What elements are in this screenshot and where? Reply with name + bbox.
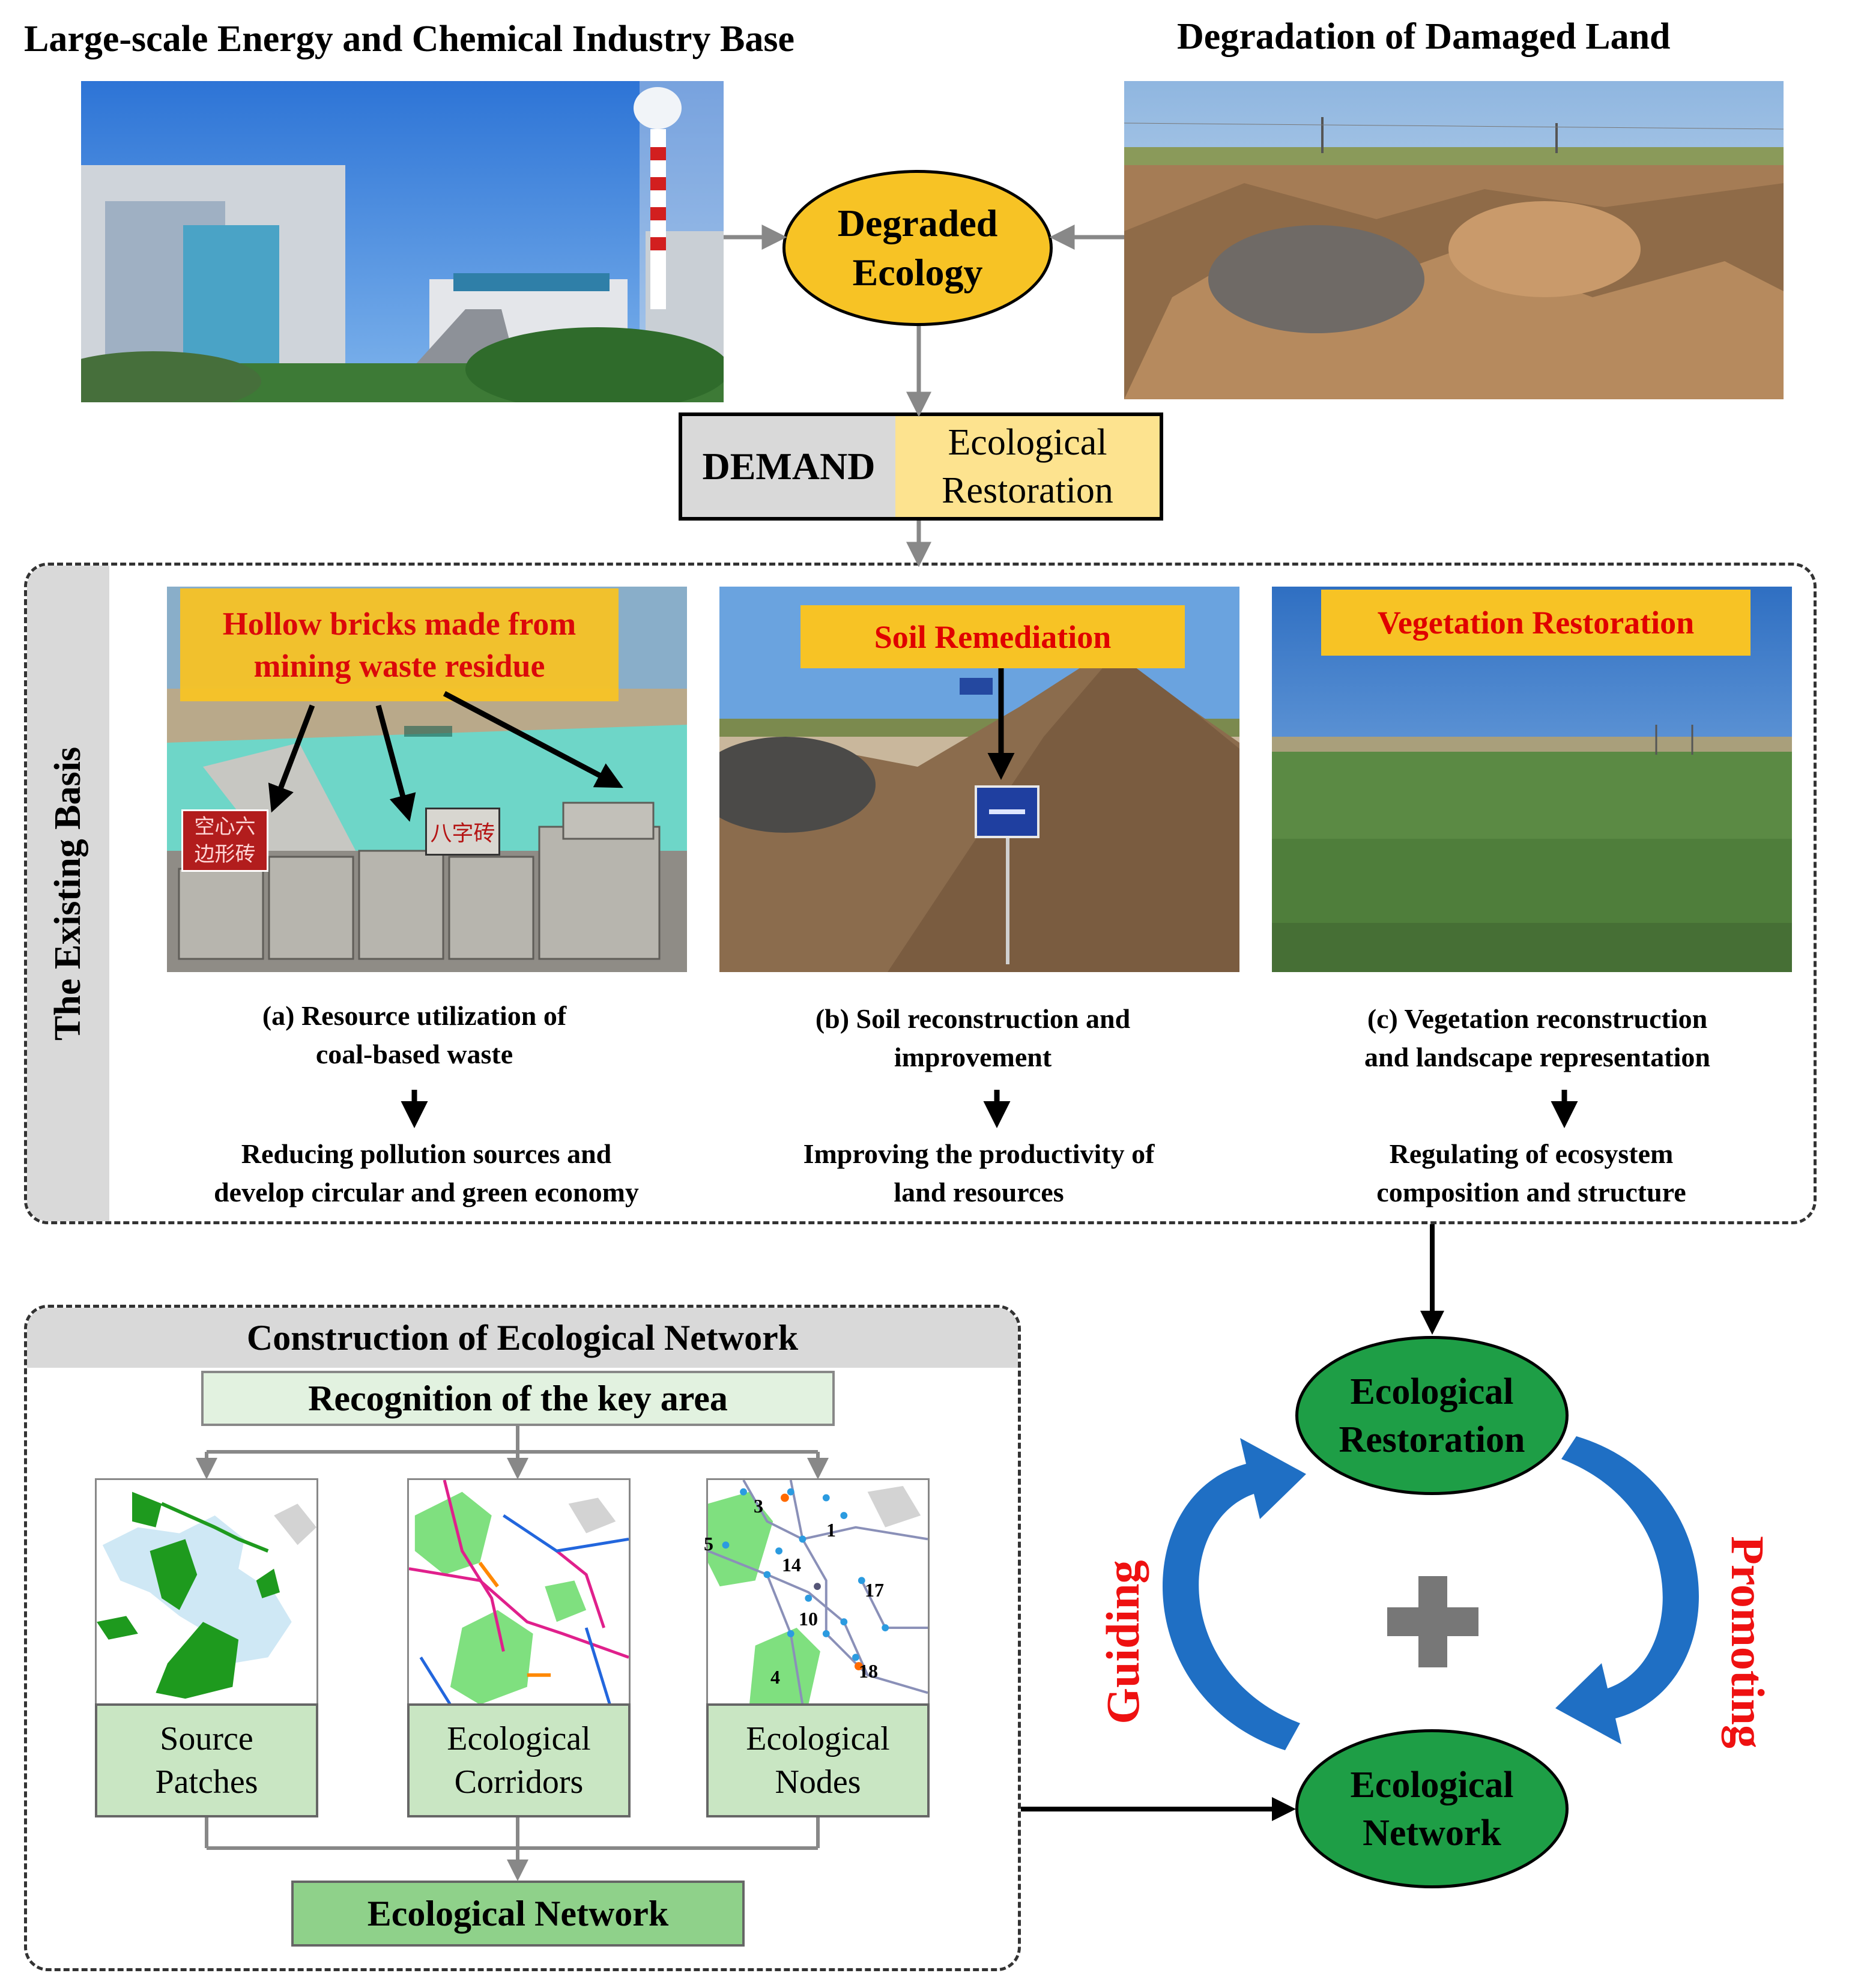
damaged-land-title: Degradation of Damaged Land: [1177, 16, 1671, 57]
vegetation-reconstruction-caption: (c) Vegetation reconstruction and landsc…: [1364, 1003, 1710, 1072]
plus-icon: [1387, 1576, 1478, 1667]
land-productivity-result: Improving the productivity of land resou…: [803, 1138, 1155, 1207]
network-construction-title: Construction of Ecological Network: [27, 1308, 1018, 1368]
industry-base-title: Large-scale Energy and Chemical Industry…: [24, 19, 795, 59]
demand-label: DEMAND: [682, 416, 895, 517]
soil-sign: [975, 785, 1039, 838]
source-patches-box: Source Patches: [95, 1703, 318, 1817]
node-number-4: 4: [770, 1666, 780, 1688]
soil-remediation-banner: Soil Remediation: [800, 605, 1185, 668]
promoting-label: Promoting: [1720, 1510, 1775, 1774]
hollow-bricks-banner: Hollow bricks made from mining waste res…: [180, 588, 619, 701]
existing-basis-panel: The Existing Basis: [24, 563, 1817, 1224]
ecological-restoration-node: Ecological Restoration: [1295, 1336, 1569, 1495]
source-patches-map: [95, 1478, 318, 1706]
node-number-17: 17: [865, 1579, 884, 1601]
network-construction-panel: Construction of Ecological Network: [24, 1305, 1021, 1971]
key-area-box: Recognition of the key area: [201, 1371, 835, 1426]
guiding-text: Guiding: [1097, 1560, 1149, 1724]
promoting-arrow: [1555, 1436, 1699, 1744]
demand-value: Ecological Restoration: [895, 416, 1160, 517]
node-number-5: 5: [704, 1533, 713, 1554]
guiding-arrow: [1163, 1438, 1306, 1750]
existing-basis-label: The Existing Basis: [47, 746, 88, 1041]
node-number-10: 10: [799, 1608, 818, 1630]
soil-sign-post: [1006, 838, 1009, 964]
node-number-1: 1: [826, 1519, 836, 1541]
node-number-18: 18: [859, 1660, 878, 1682]
reducing-pollution-result: Reducing pollution sources and develop c…: [214, 1138, 639, 1207]
ecological-corridors-box: Ecological Corridors: [407, 1703, 631, 1817]
existing-basis-sidebar: The Existing Basis: [27, 566, 109, 1221]
ecological-network-result-box: Ecological Network: [291, 1881, 745, 1947]
degraded-ecology-node: Degraded Ecology: [782, 170, 1053, 326]
soil-reconstruction-caption: (b) Soil reconstruction and improvement: [815, 1003, 1131, 1072]
hexagon-brick-sign: 空心六 边形砖: [181, 809, 268, 872]
guiding-label: Guiding: [1096, 1552, 1150, 1732]
ecological-nodes-map: [706, 1478, 930, 1706]
resource-utilization-caption: (a) Resource utilization of coal-based w…: [262, 1000, 567, 1069]
ecological-network-node: Ecological Network: [1295, 1729, 1569, 1888]
demand-box: DEMAND Ecological Restoration: [679, 412, 1163, 521]
promoting-text: Promoting: [1722, 1536, 1774, 1748]
figure-eight-brick-sign: 八字砖: [425, 808, 500, 856]
ecological-nodes-box: Ecological Nodes: [706, 1703, 930, 1817]
ecosystem-regulation-result: Regulating of ecosystem composition and …: [1376, 1138, 1686, 1207]
node-number-14: 14: [782, 1554, 801, 1576]
vegetation-restoration-banner: Vegetation Restoration: [1321, 590, 1751, 656]
node-number-3: 3: [754, 1495, 763, 1517]
ecological-corridors-map: [407, 1478, 631, 1706]
damaged-land-photo: [1124, 81, 1784, 399]
industry-base-photo: [81, 81, 724, 402]
